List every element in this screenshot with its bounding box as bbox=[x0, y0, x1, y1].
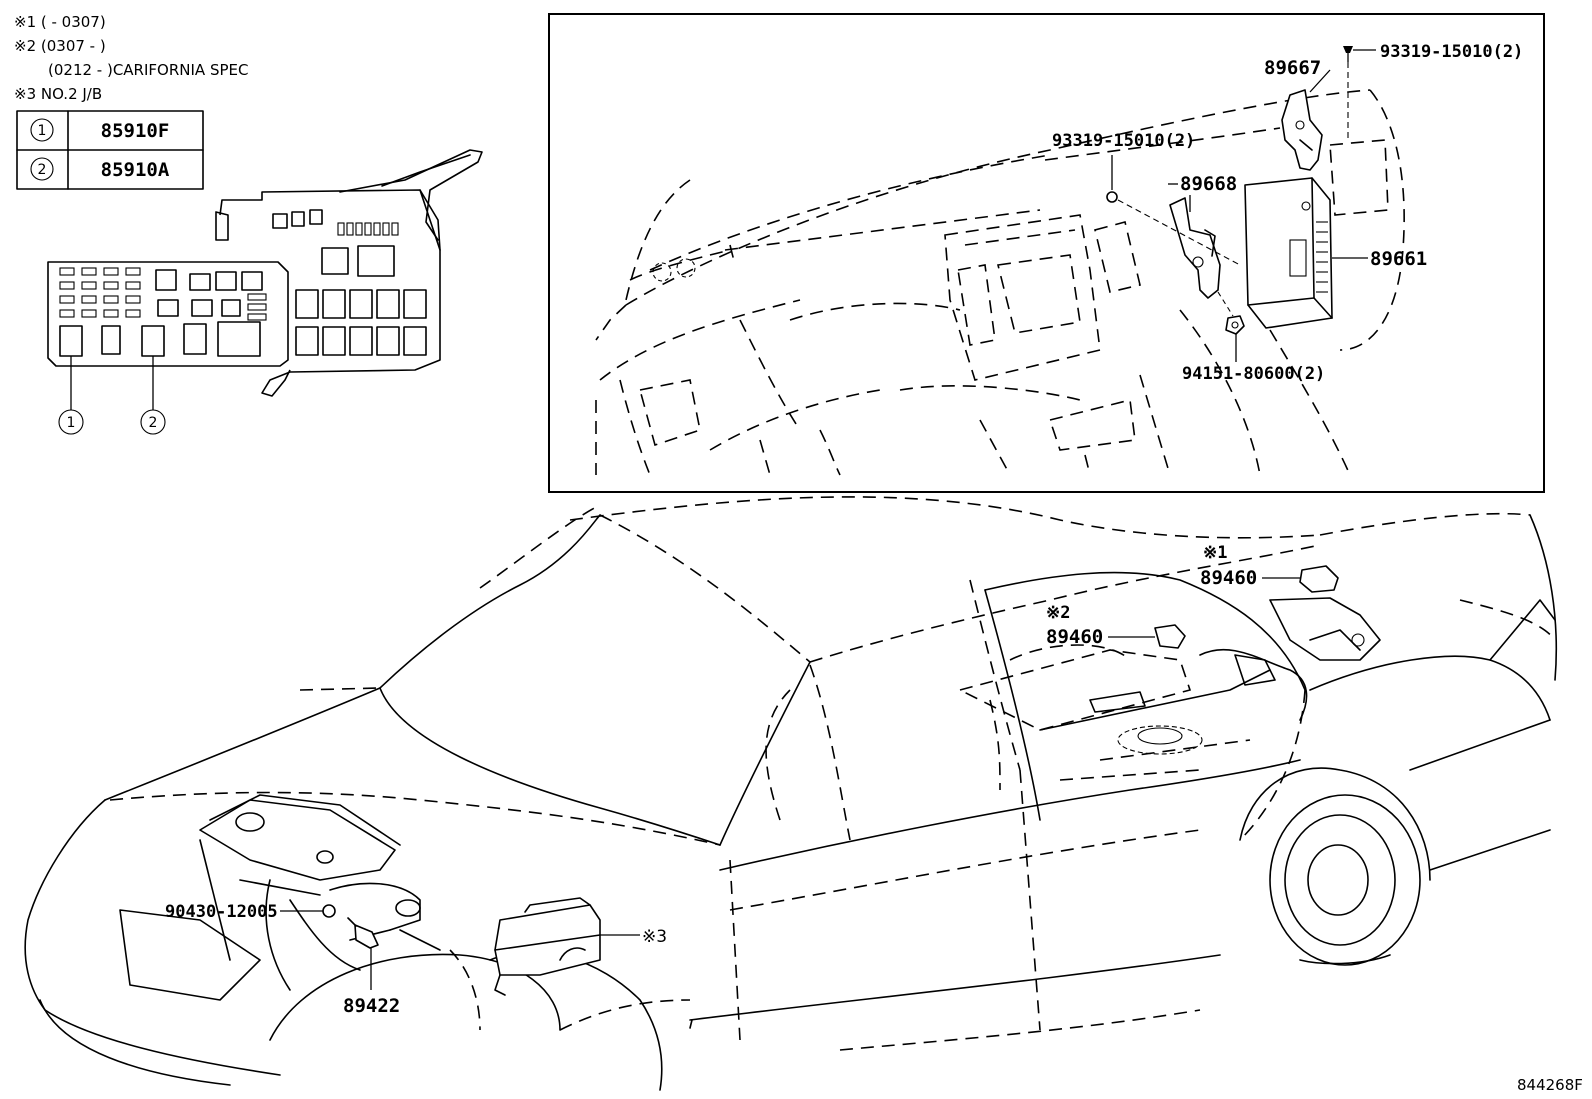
callout-jb-2: 2 bbox=[149, 415, 158, 431]
table-row-1-circle bbox=[30, 118, 54, 142]
note-89460-1: ※1 bbox=[1203, 543, 1227, 563]
dashboard-inset: 89667 93319-15010(2) 93319-15010(2) 8966… bbox=[548, 13, 1545, 493]
table-row-1-part: 85910F bbox=[101, 120, 170, 142]
note-2b: (0212 - )CARIFORNIA SPEC bbox=[48, 61, 248, 79]
car-illustration: ※1 89460 ※2 89460 90430-12005 89422 ※3 bbox=[24, 496, 1558, 1091]
note-1: ※1 ( - 0307) bbox=[14, 13, 106, 31]
label-93319-mid: 93319-15010(2) bbox=[1052, 131, 1195, 151]
callout-jb-1: 1 bbox=[67, 415, 76, 431]
fuse-table: 1 85910F 2 85910A bbox=[16, 110, 204, 190]
label-89668: 89668 bbox=[1180, 173, 1237, 195]
label-89661: 89661 bbox=[1370, 248, 1427, 270]
label-89422: 89422 bbox=[343, 995, 400, 1017]
inset-frame bbox=[548, 13, 1545, 493]
label-89460-2: 89460 bbox=[1046, 626, 1103, 648]
note-jb: ※3 bbox=[642, 927, 667, 947]
note-89460-2: ※2 bbox=[1046, 603, 1070, 623]
table-row-2-circle bbox=[30, 157, 54, 181]
note-2: ※2 (0307 - ) bbox=[14, 37, 106, 55]
figure-reference: 844268F bbox=[1517, 1076, 1583, 1094]
label-90430: 90430-12005 bbox=[165, 902, 278, 922]
junction-block-illustration: 1 2 bbox=[47, 149, 483, 435]
table-row-1-index: 1 bbox=[38, 123, 47, 139]
table-row-2-index: 2 bbox=[38, 162, 47, 178]
notes-block: ※1 ( - 0307) ※2 (0307 - ) (0212 - )CARIF… bbox=[14, 13, 248, 103]
label-89460-1: 89460 bbox=[1200, 567, 1257, 589]
label-89667: 89667 bbox=[1264, 57, 1321, 79]
note-3: ※3 NO.2 J/B bbox=[14, 85, 102, 103]
label-94151: 94151-80600(2) bbox=[1182, 364, 1325, 384]
label-93319-top: 93319-15010(2) bbox=[1380, 42, 1523, 62]
table-row-2-part: 85910A bbox=[101, 159, 170, 181]
